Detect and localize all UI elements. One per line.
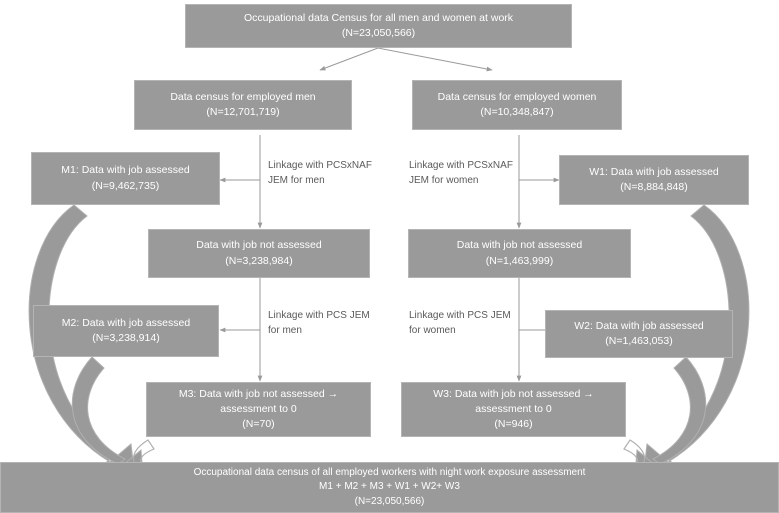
edge-census-to-men bbox=[319, 47, 379, 71]
node-m1-line1: M1: Data with job assessed bbox=[61, 164, 190, 177]
node-census-all-line1: Occupational data Census for all men and… bbox=[243, 11, 514, 24]
node-final-census-line1: Occupational data census of all employed… bbox=[193, 466, 586, 478]
edge-label-women-jem-pcs-line1: Linkage with PCS JEM bbox=[409, 310, 511, 321]
node-men-not-assessed-1[interactable]: Data with job not assessed (N=3,238,984) bbox=[148, 229, 370, 278]
edge-label-women-jem-pcs: Linkage with PCS JEM for women bbox=[409, 308, 511, 338]
node-women-not-assessed-1-line1: Data with job not assessed bbox=[456, 239, 583, 252]
node-m1[interactable]: M1: Data with job assessed (N=9,462,735) bbox=[31, 152, 220, 205]
node-m3-line1: M3: Data with job not assessed → bbox=[178, 387, 339, 400]
node-men-not-assessed-1-line1: Data with job not assessed bbox=[196, 239, 322, 252]
node-w2-line1: W2: Data with job assessed bbox=[574, 319, 704, 332]
node-census-all-line2: (N=23,050,566) bbox=[341, 27, 416, 39]
edge-label-men-jem-pcs-line2: for men bbox=[268, 325, 302, 336]
node-women-not-assessed-1[interactable]: Data with job not assessed (N=1,463,999) bbox=[408, 229, 631, 278]
node-w3-line2: assessment to 0 bbox=[475, 402, 552, 415]
node-men-not-assessed-1-line2: (N=3,238,984) bbox=[225, 254, 293, 267]
edge-label-women-jem-pcs-line2: for women bbox=[409, 325, 456, 336]
node-w2-line2: (N=1,463,053) bbox=[605, 335, 673, 347]
node-census-women-line1: Data census for employed women bbox=[437, 90, 597, 103]
node-w1-line1: W1: Data with job assessed bbox=[589, 165, 719, 178]
node-final-census-line3: (N=23,050,566) bbox=[354, 495, 425, 507]
node-final-census-line2: M1 + M2 + M3 + W1 + W2+ W3 bbox=[319, 481, 460, 493]
edge-label-men-jem-pcsxnaf-line1: Linkage with PCSxNAF bbox=[268, 160, 372, 171]
node-w1-line2: (N=8,884,848) bbox=[620, 181, 688, 193]
node-m3-line3: (N=70) bbox=[242, 418, 275, 431]
edge-label-men-jem-pcsxnaf-line2: JEM for men bbox=[268, 175, 325, 186]
node-m2-line2: (N=3,238,914) bbox=[92, 332, 160, 344]
node-census-men[interactable]: Data census for employed men (N=12,701,7… bbox=[134, 80, 352, 130]
node-m2-line1: M2: Data with job assessed bbox=[61, 316, 191, 329]
node-census-all[interactable]: Occupational data Census for all men and… bbox=[185, 4, 572, 48]
node-census-women[interactable]: Data census for employed women (N=10,348… bbox=[412, 80, 622, 130]
edge-label-women-jem-pcsxnaf-line2: JEM for women bbox=[409, 175, 479, 186]
node-w3-line3: (N=946) bbox=[494, 418, 533, 431]
edge-label-men-jem-pcs: Linkage with PCS JEM for men bbox=[268, 308, 370, 338]
node-m1-line2: (N=9,462,735) bbox=[91, 179, 160, 192]
node-census-women-line2: (N=10,348,847) bbox=[480, 106, 554, 118]
edge-label-women-jem-pcsxnaf-line1: Linkage with PCSxNAF bbox=[409, 160, 513, 171]
edge-census-to-women bbox=[377, 47, 493, 72]
node-women-not-assessed-1-line2: (N=1,463,999) bbox=[485, 254, 554, 267]
edge-label-men-jem-pcsxnaf: Linkage with PCSxNAF JEM for men bbox=[268, 158, 372, 188]
node-m2[interactable]: M2: Data with job assessed (N=3,238,914) bbox=[33, 305, 219, 357]
node-census-men-line2: (N=12,701,719) bbox=[206, 106, 280, 118]
edge-label-women-jem-pcsxnaf: Linkage with PCSxNAF JEM for women bbox=[409, 158, 513, 188]
node-w2[interactable]: W2: Data with job assessed (N=1,463,053) bbox=[545, 310, 733, 358]
node-m3-line2: assessment to 0 bbox=[220, 402, 297, 415]
node-final-census[interactable]: Occupational data census of all employed… bbox=[0, 462, 779, 513]
node-m3[interactable]: M3: Data with job not assessed → assessm… bbox=[146, 382, 371, 437]
node-w3[interactable]: W3: Data with job not assessed → assessm… bbox=[401, 382, 626, 437]
node-w3-line1: W3: Data with job not assessed → bbox=[433, 387, 594, 400]
edge-label-men-jem-pcs-line1: Linkage with PCS JEM bbox=[268, 310, 370, 321]
node-census-men-line1: Data census for employed men bbox=[170, 90, 316, 103]
node-w1[interactable]: W1: Data with job assessed (N=8,884,848) bbox=[559, 155, 749, 205]
